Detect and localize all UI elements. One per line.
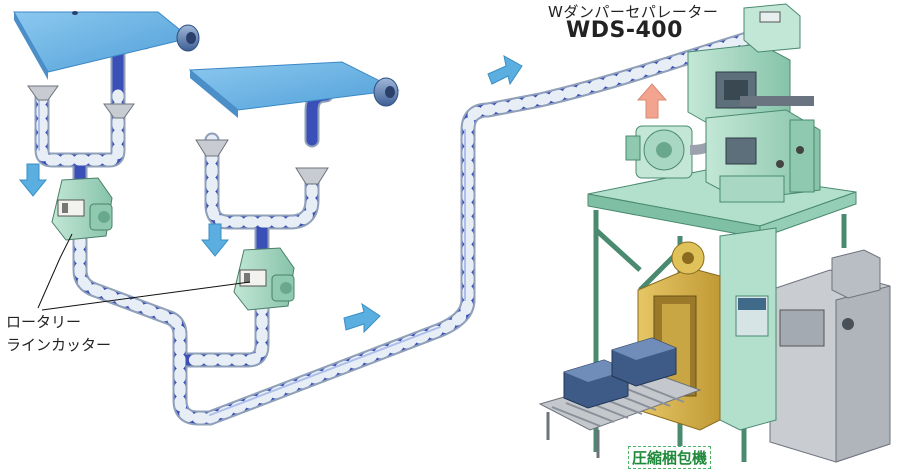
damper-separator (687, 3, 821, 203)
rotary-line-cutter-2 (233, 247, 295, 311)
cutter-label-line1: ロータリー (6, 313, 82, 331)
compression-baler (637, 227, 891, 463)
suction-hoppers (27, 85, 329, 185)
flow-arrow-icon (18, 55, 523, 334)
exhaust-arrow-icon (636, 83, 668, 119)
rotary-line-cutter-1 (51, 177, 113, 241)
compressed-bales (563, 337, 677, 409)
film-sheet-1 (13, 11, 200, 80)
cutter-label-line2: ラインカッター (6, 336, 112, 354)
duct-network (34, 30, 758, 426)
film-sheet-2 (188, 61, 400, 118)
cutter-leader-lines (37, 233, 251, 311)
separator-label: Wダンパーセパレーター (548, 3, 719, 21)
separator-model-label: WDS-400 (566, 18, 683, 43)
baler-label: 圧縮梱包機 (628, 446, 712, 469)
